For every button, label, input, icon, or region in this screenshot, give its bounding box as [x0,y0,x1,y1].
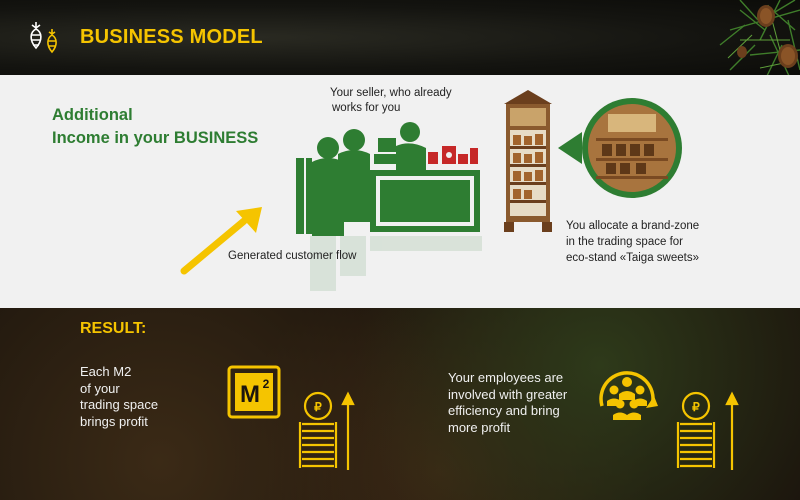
arrow-up-icon [180,207,262,275]
m2-profit-caption: Each M2 of your trading space brings pro… [80,364,159,429]
svg-text:M: M [240,381,260,408]
eco-stand-illustration [504,90,552,232]
svg-text:₽: ₽ [314,400,322,414]
seller-counter-illustration [296,122,482,291]
brand-zone-caption: You allocate a brand-zone in the trading… [566,220,700,264]
coin-stack-icon: ₽ [298,391,355,470]
page-title: BUSINESS MODEL [80,26,263,48]
svg-text:2: 2 [263,377,270,391]
result-panel [0,308,800,500]
svg-text:₽: ₽ [692,400,700,414]
result-heading: RESULT: [80,320,147,337]
header-band [0,0,800,75]
brand-zone-callout [558,98,682,198]
income-heading: Additional Income in your BUSINESS [52,106,259,147]
pinecone-logo-icon [30,22,57,54]
team-cycle-icon [599,371,658,420]
employees-caption: Your employees are involved with greater… [448,370,568,435]
pine-branch-icon [719,0,800,81]
coin-stack-icon: ₽ [676,391,739,470]
seller-caption: Your seller, who already works for you [330,87,452,114]
square-meter-icon: M 2 [227,365,281,419]
customer-flow-label: Generated customer flow [228,250,357,262]
